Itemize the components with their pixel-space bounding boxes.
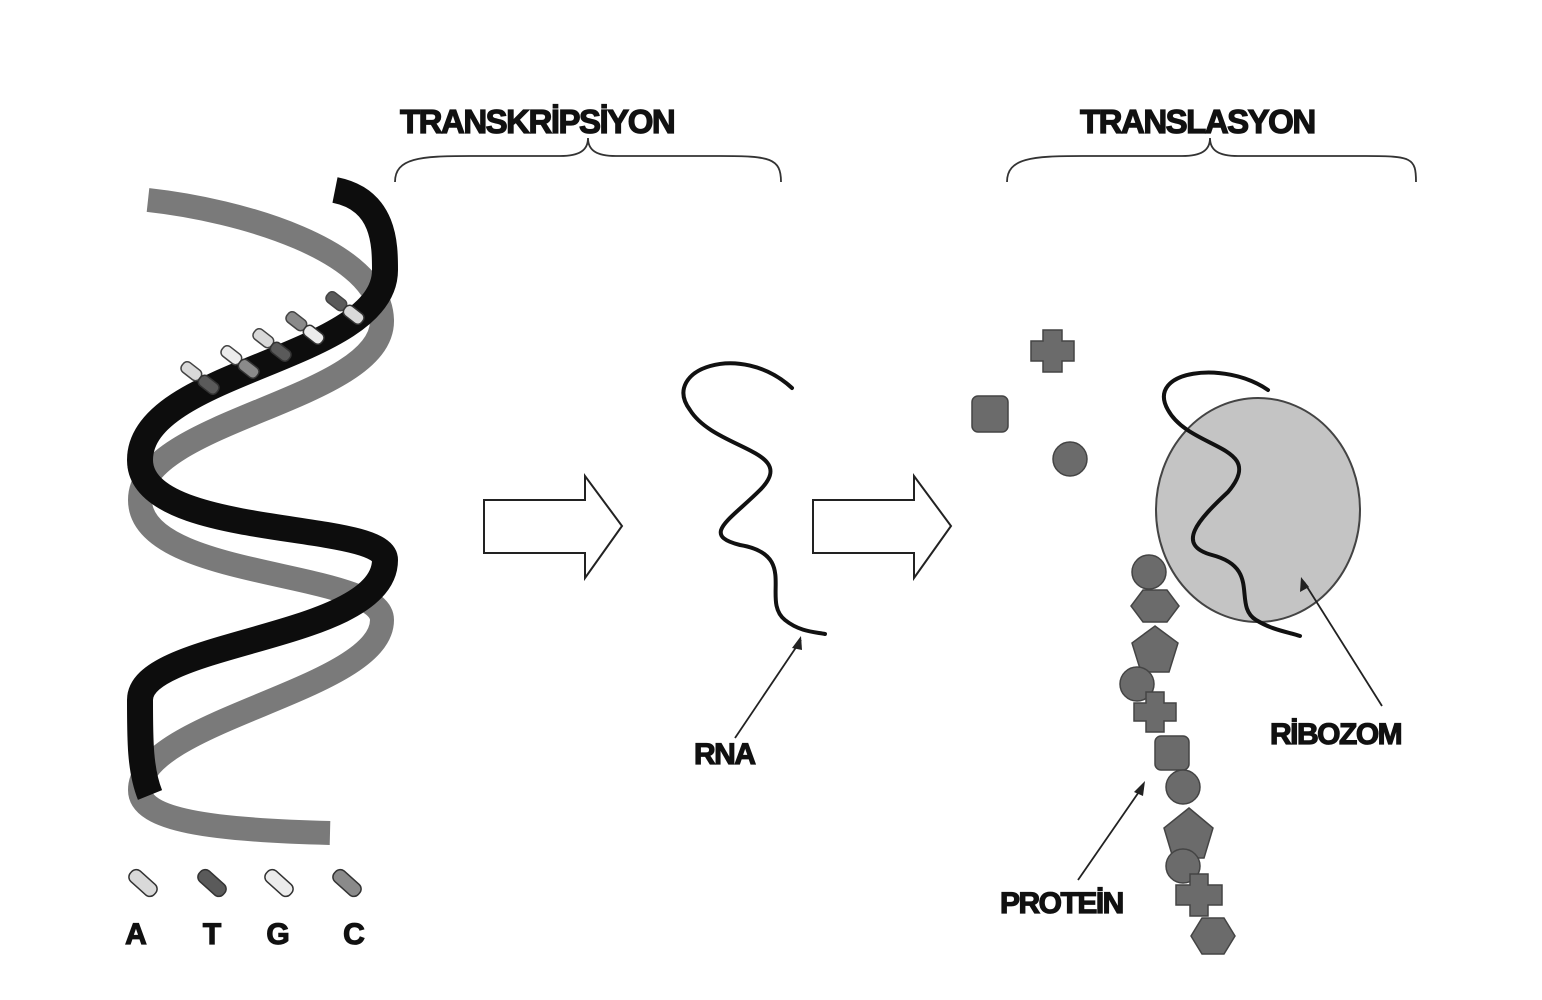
free-amino-acid-circle — [1052, 441, 1088, 477]
protein-pointer-arrow — [1077, 785, 1144, 881]
protein-pointer-arrowhead — [1134, 781, 1145, 796]
rna-pointer-arrow — [734, 639, 802, 739]
base-a-label: A — [125, 918, 147, 951]
translation-arrow — [812, 472, 953, 582]
base-c-swatch — [332, 868, 362, 898]
free-amino-acid-cross — [1030, 329, 1075, 373]
base-a-swatch — [128, 868, 158, 898]
dna-strand-front — [127, 177, 398, 800]
base-c-label: C — [343, 918, 365, 951]
transcription-brace — [394, 137, 782, 183]
rna-label: RNA — [694, 738, 755, 771]
rna-strand — [681, 361, 827, 636]
translation-brace — [1006, 137, 1417, 183]
free-amino-acids — [971, 329, 1088, 477]
ribosome-pointer-arrowhead — [1300, 577, 1309, 592]
ribosome-label: RİBOZOM — [1270, 718, 1401, 751]
base-t-label: T — [203, 918, 221, 951]
base-t-swatch — [197, 868, 227, 898]
protein-chain — [1119, 554, 1236, 955]
dna-double-helix — [127, 177, 398, 845]
protein-label: PROTEİN — [1000, 887, 1123, 920]
rna-pointer-arrowhead — [792, 636, 802, 650]
transcription-arrow — [483, 472, 624, 582]
translation-title: TRANSLASYON — [1080, 103, 1315, 140]
free-amino-acid-square — [971, 395, 1009, 433]
base-g-swatch — [264, 868, 294, 898]
ribosome-pointer-arrow — [1303, 581, 1383, 707]
mrna-in-ribosome — [1162, 370, 1302, 638]
base-pairs — [180, 290, 365, 396]
base-g-label: G — [266, 918, 289, 951]
base-legend: A T G C — [125, 868, 365, 952]
transcription-title: TRANSKRİPSİYON — [400, 103, 674, 140]
